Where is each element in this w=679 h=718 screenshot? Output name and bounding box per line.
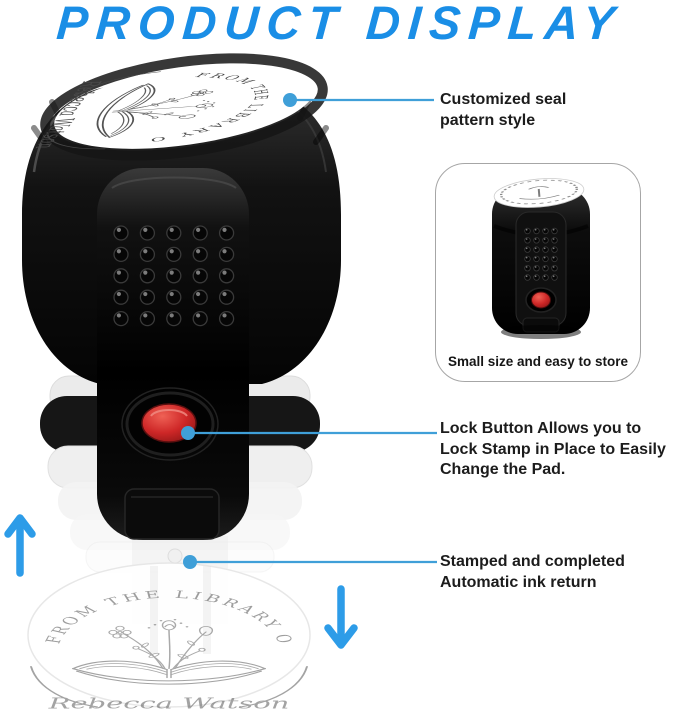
callout-stamped: Stamped and completed Automatic ink retu…	[440, 551, 625, 593]
seal-callout-dot	[283, 93, 297, 107]
mini-grip-dots-grid	[524, 227, 558, 281]
grip-dots-grid	[113, 225, 235, 327]
up-arrow-icon	[4, 514, 36, 577]
callout-lock-button: Lock Button Allows you to Lock Stamp in …	[440, 419, 666, 481]
callout-connectors	[181, 93, 437, 569]
mini-seal-scribbles	[499, 179, 579, 205]
callout-lock-line3: Change the Pad.	[440, 461, 566, 478]
callout-stamped-line2: Automatic ink return	[440, 574, 597, 591]
callout-seal-pattern-line2: pattern style	[440, 112, 536, 129]
release-latch[interactable]	[124, 488, 220, 540]
stamp-handle	[97, 168, 249, 540]
callout-lock-line2: Lock Stamp in Place to Easily	[440, 440, 666, 458]
inset-caption: Small size and easy to store	[447, 354, 629, 369]
mini-stamp-illustration	[492, 178, 590, 339]
callout-seal-pattern-line1: Customized seal	[440, 91, 567, 108]
inset-small-size-box: Small size and easy to store	[435, 163, 641, 382]
mini-lock-button	[531, 291, 551, 309]
lock-callout-dot	[181, 426, 195, 440]
callout-seal-pattern: Customized seal pattern style	[440, 89, 566, 131]
down-arrow-icon	[324, 585, 358, 649]
callout-lock-line1: Lock Button Allows you to	[440, 420, 642, 437]
stamped-callout-dot	[183, 555, 197, 569]
callout-stamped-line1: Stamped and completed	[440, 553, 625, 570]
stamped-imprint	[27, 562, 311, 714]
